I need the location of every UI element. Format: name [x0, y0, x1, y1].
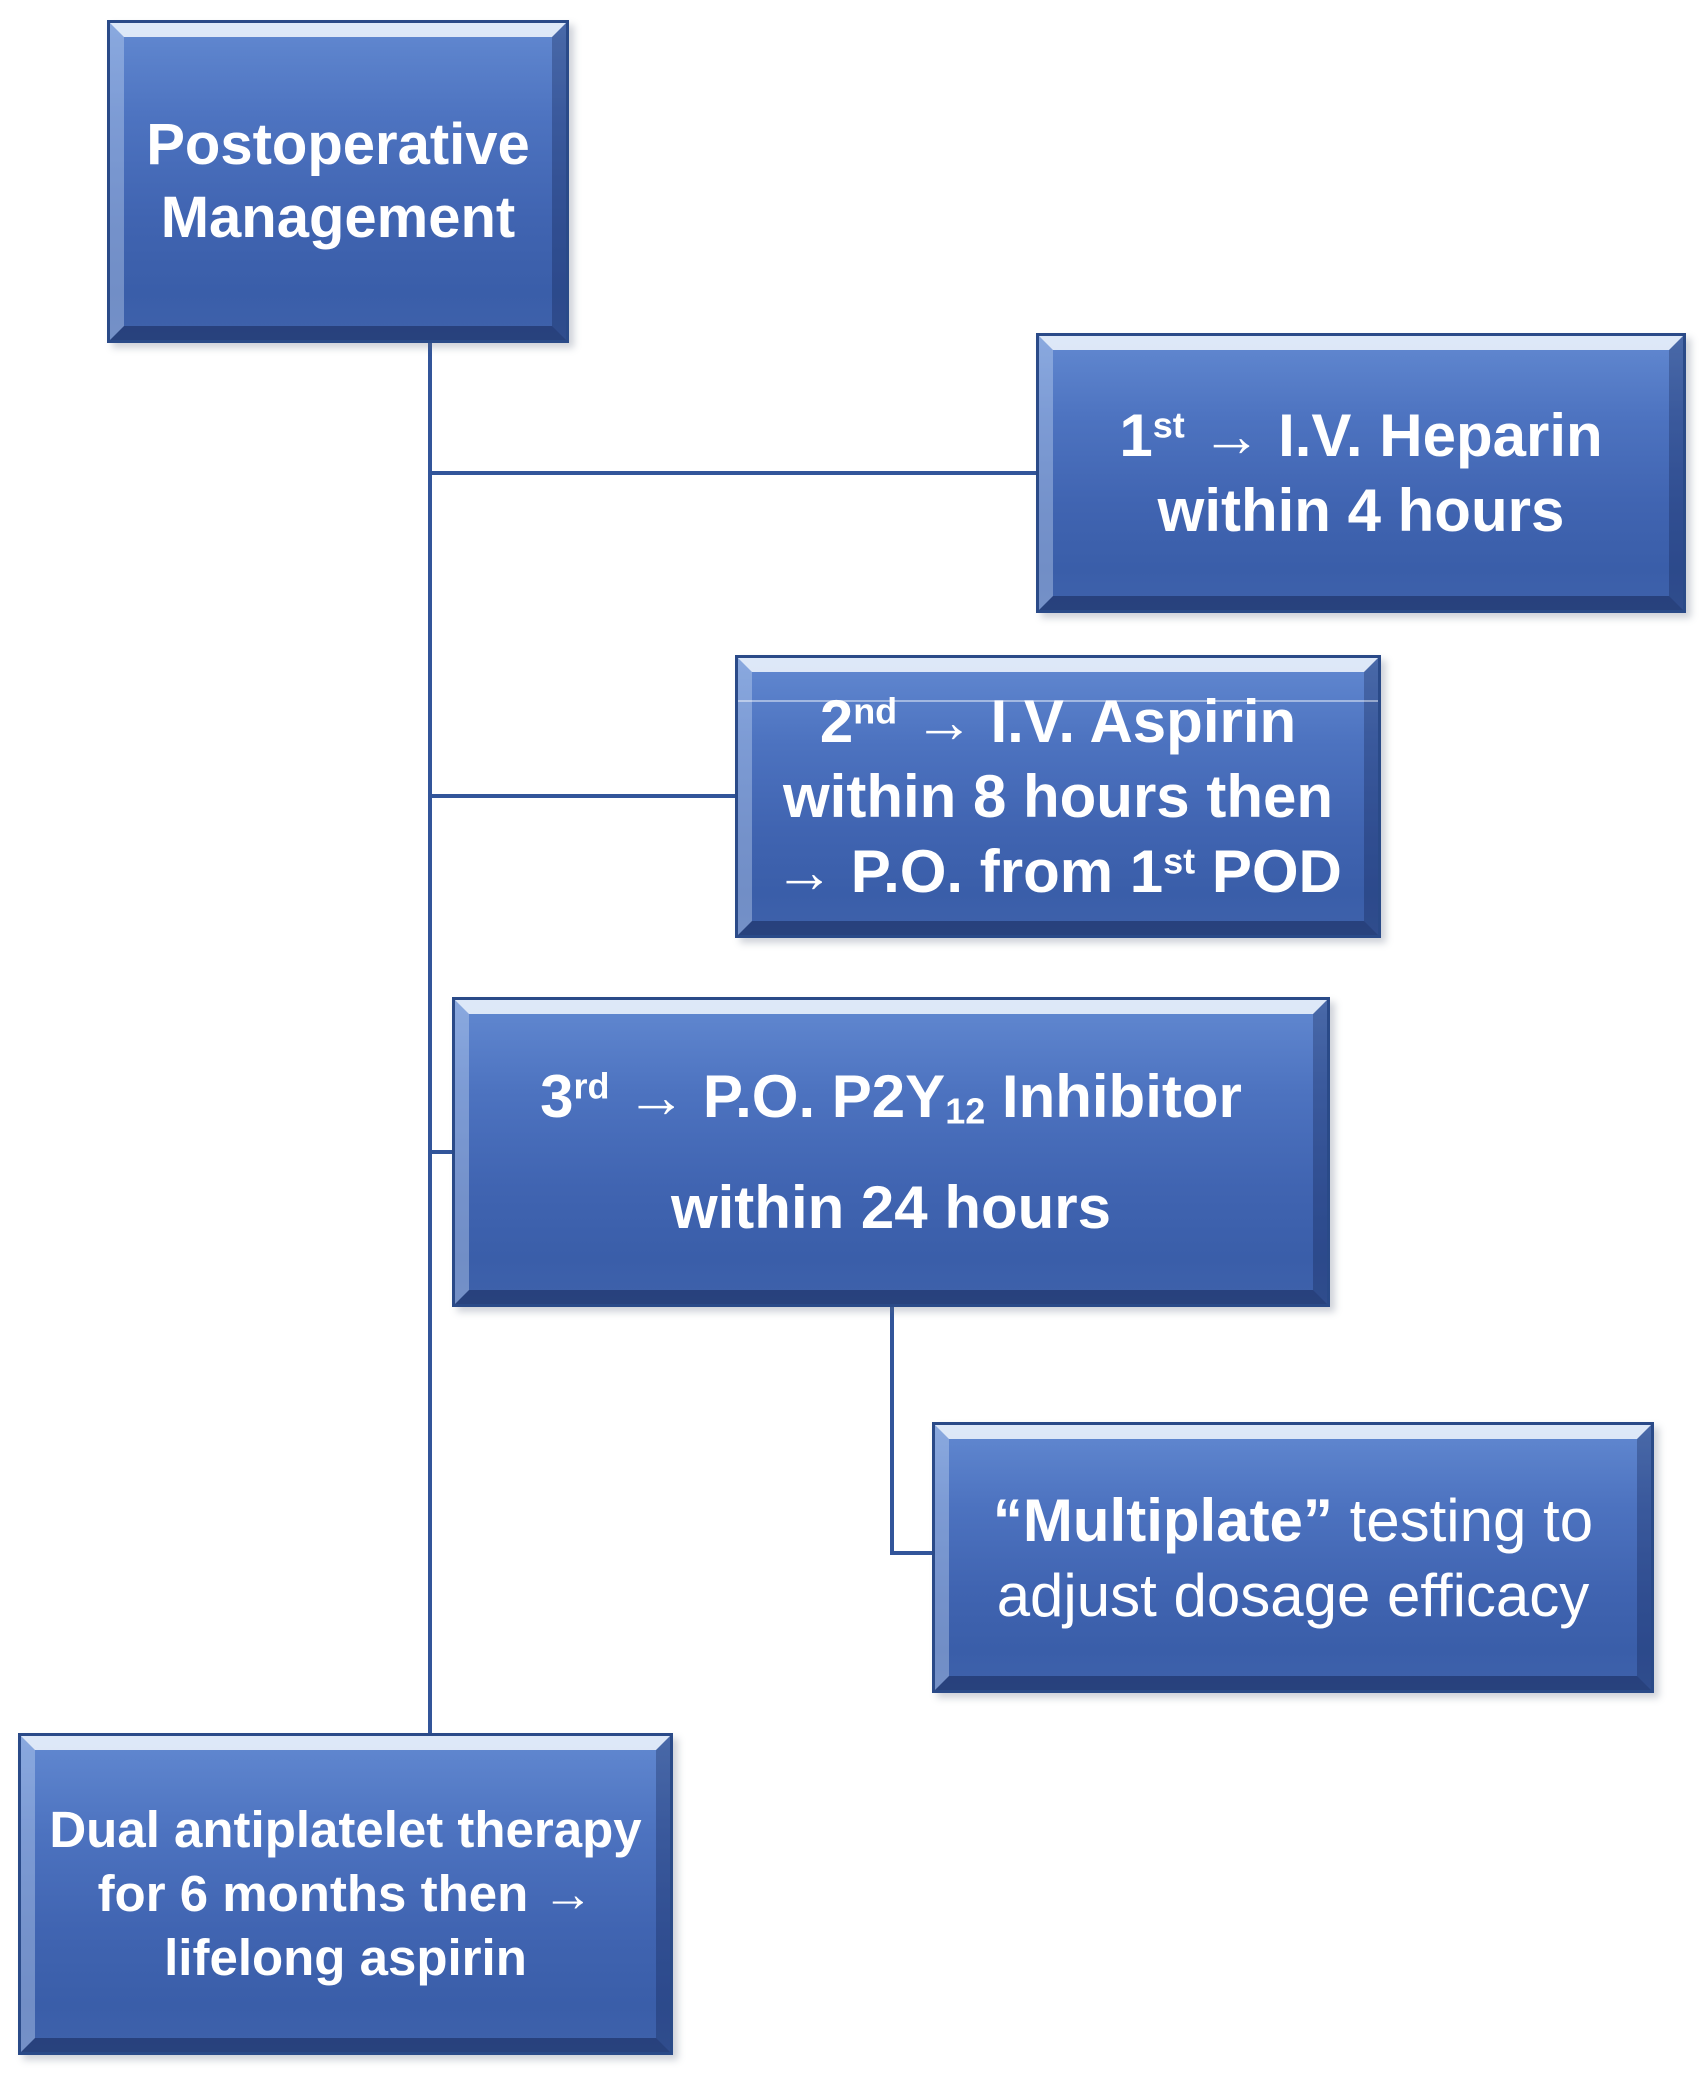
node-text-line: within 4 hours	[1157, 477, 1565, 544]
step2-pod-text: POD	[1195, 838, 1342, 905]
step2-po-text: → P.O. from 1	[774, 838, 1164, 905]
p2y12-subscript: 12	[945, 1090, 986, 1132]
node-text-line: “Multiplate” testing to	[993, 1483, 1593, 1558]
node-step1-iv-heparin: 1st → I.V. Heparin within 4 hours	[1036, 333, 1686, 613]
ordinal-text: 1	[1119, 402, 1153, 469]
node-dual-antiplatelet-therapy: Dual antiplatelet therapy for 6 months t…	[18, 1733, 673, 2055]
node-text-line: 3rd → P.O. P2Y12 Inhibitor	[540, 1059, 1242, 1134]
step1-text: → I.V. Heparin	[1184, 402, 1603, 469]
ordinal-superscript: st	[1152, 404, 1185, 446]
ordinal-superscript: st	[1163, 840, 1196, 882]
node-text-line: adjust dosage efficacy	[996, 1561, 1590, 1629]
node-step3-p2y12-inhibitor: 3rd → P.O. P2Y12 Inhibitor within 24 hou…	[452, 997, 1330, 1307]
render-artifact-seam	[738, 700, 1378, 702]
step3-inhibitor-text: Inhibitor	[985, 1063, 1242, 1130]
ordinal-text: 2	[819, 688, 854, 755]
ordinal-superscript: rd	[573, 1065, 610, 1107]
node-text-line: within 24 hours	[670, 1174, 1112, 1241]
node-text-line: Management	[160, 184, 516, 250]
node-multiplate-testing: “Multiplate” testing to adjust dosage ef…	[932, 1422, 1654, 1693]
step3-text: → P.O. P2Y	[609, 1063, 946, 1130]
node-text-line: lifelong aspirin	[164, 1928, 527, 1986]
multiplate-bold-text: “Multiplate”	[992, 1486, 1333, 1554]
connector-step3-to-multiplate-horizontal	[890, 1551, 936, 1555]
connector-branch-step1	[430, 471, 1038, 475]
ordinal-text: 3	[540, 1063, 574, 1130]
node-postoperative-management: Postoperative Management	[107, 20, 569, 343]
step2-text: → I.V. Aspirin	[897, 688, 1297, 755]
node-text-line: 1st → I.V. Heparin	[1119, 398, 1602, 473]
node-text-line: within 8 hours then	[783, 763, 1333, 830]
node-text-line: 2nd → I.V. Aspirin	[820, 684, 1296, 759]
node-text-line: Dual antiplatelet therapy	[49, 1801, 642, 1859]
node-step2-iv-aspirin: 2nd → I.V. Aspirin within 8 hours then →…	[735, 655, 1381, 938]
node-text-line: → P.O. from 1st POD	[774, 834, 1342, 909]
connector-trunk-vertical	[428, 343, 432, 1735]
ordinal-superscript: nd	[853, 690, 898, 732]
node-text-line: Postoperative	[146, 112, 530, 177]
multiplate-rest-text: testing to	[1332, 1486, 1594, 1554]
connector-branch-step2	[430, 794, 737, 798]
connector-branch-step3	[430, 1150, 456, 1154]
connector-step3-to-multiplate-vertical	[890, 1305, 894, 1555]
node-text-line: for 6 months then →	[97, 1865, 594, 1923]
